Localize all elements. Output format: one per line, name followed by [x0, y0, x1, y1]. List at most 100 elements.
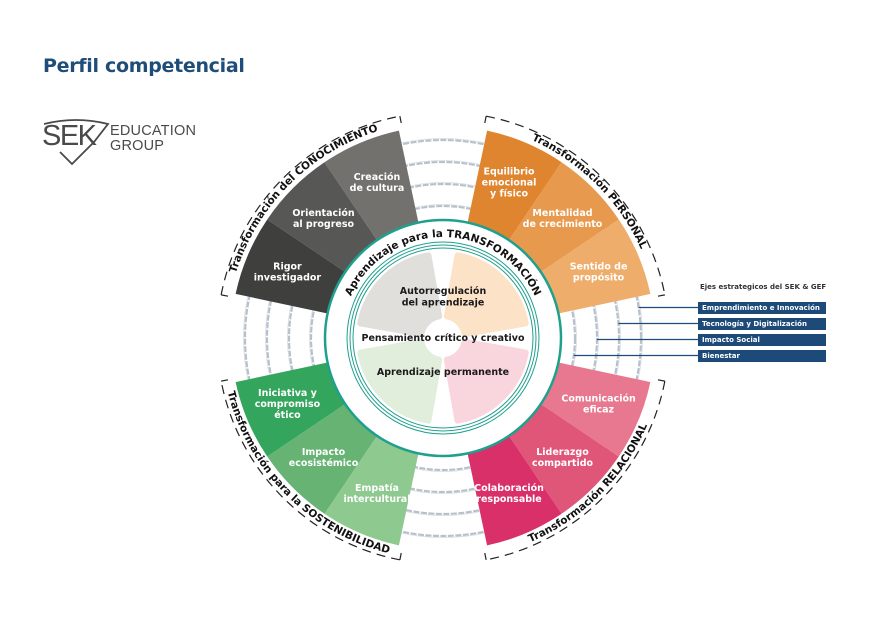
- core-petal: [357, 338, 443, 424]
- axis-ring: [265, 160, 621, 516]
- inner-label-line: Autorregulación: [400, 286, 487, 297]
- segment-label-line: Comunicación: [561, 394, 636, 405]
- segment-label-line: ético: [274, 410, 301, 421]
- axis-ring: [309, 204, 577, 472]
- core-item-aprendizaje-permanente: Aprendizaje permanente: [377, 367, 509, 378]
- axis-ring: [243, 138, 643, 538]
- segment-shape: [235, 362, 346, 457]
- core-inner-ring: [346, 241, 540, 435]
- page-title: Perfil competencial: [43, 55, 245, 77]
- shield-icon: [43, 119, 110, 166]
- segment-label-line: al progreso: [293, 219, 355, 230]
- axis-ring-edge: [243, 138, 643, 538]
- logo-line-2: GROUP: [110, 138, 165, 154]
- bracket-arc: [220, 115, 400, 295]
- segment-label-line: Impacto: [302, 447, 346, 458]
- axis-ring-edge: [309, 204, 577, 472]
- segment-label-line: Equilibrio: [483, 166, 535, 177]
- segment-shape: [508, 162, 619, 273]
- core-petal: [357, 252, 443, 338]
- segment-shape: [235, 219, 346, 314]
- legend-title: Ejes estrategicos del SEK & GEF: [700, 283, 827, 291]
- inner-label-line: Aprendizaje permanente: [377, 367, 509, 378]
- core-inner-ring: [352, 247, 534, 429]
- legend-item-emprendimiento: Emprendimiento e Innovación: [698, 302, 826, 314]
- segment-shape: [267, 403, 378, 514]
- segment-label-line: Liderazgo: [536, 447, 589, 458]
- segment-label-line: emocional: [482, 177, 537, 188]
- bracket-end: [657, 294, 665, 297]
- bracket-arc: [486, 381, 666, 561]
- segment-label-line: propósito: [573, 272, 625, 283]
- segment-shape: [467, 435, 562, 546]
- bracket-end: [484, 552, 487, 560]
- segment-shape: [508, 403, 619, 514]
- inner-label-line: del aprendizaje: [402, 298, 485, 309]
- segment-label-line: Mentalidad: [532, 208, 592, 219]
- axis-rings: [243, 138, 643, 538]
- segment-label-line: investigador: [254, 272, 322, 283]
- segment-label-line: Creación: [354, 172, 401, 183]
- bracket-arc: [486, 115, 666, 295]
- core-inner-ring: [349, 244, 537, 432]
- segment-shape: [324, 130, 419, 241]
- bracket-end: [221, 294, 229, 297]
- legend-item-impacto-social: Impacto Social: [698, 334, 826, 346]
- segment-label-line: Sentido de: [570, 261, 628, 272]
- sek-education-group-logo: SEK EDUCATION GROUP: [42, 118, 212, 166]
- segment-label-line: intercultural: [343, 494, 410, 505]
- segment-label-line: compromiso: [255, 399, 321, 410]
- core-circle: Aprendizaje para la TRANSFORMACIÓNAutorr…: [323, 218, 563, 458]
- axis-ring-edge: [287, 182, 599, 494]
- segment-label-line: Rigor: [273, 261, 302, 272]
- segment-label-line: Orientación: [292, 208, 355, 219]
- segment-label-line: compartido: [532, 458, 594, 469]
- logo-line-1: EDUCATION: [110, 123, 197, 139]
- bracket-end: [399, 116, 402, 124]
- segment-label-line: ecosistémico: [289, 458, 359, 469]
- legend-item-bienestar: Bienestar: [698, 350, 826, 362]
- segment-shape: [267, 162, 378, 273]
- segment-label-line: Iniciativa y: [258, 388, 318, 399]
- bracket-end: [221, 379, 229, 382]
- segment-label-line: de crecimiento: [523, 219, 603, 230]
- segment-label-line: Empatía: [355, 483, 399, 494]
- legend-connector-lines: [573, 306, 698, 357]
- axis-ring: [287, 182, 599, 494]
- core-item-pensamiento-critico: Pensamiento crítico y creativo: [362, 333, 525, 344]
- segment-label-line: Colaboración: [474, 483, 544, 494]
- core-petal: [443, 338, 529, 424]
- segment-shape: [467, 130, 562, 241]
- bracket-end: [484, 116, 487, 124]
- segment-label-line: responsable: [476, 494, 541, 505]
- segment-shape: [540, 219, 651, 314]
- bracket-end: [657, 379, 665, 382]
- segment-shape: [540, 362, 651, 457]
- bracket-arc: [220, 381, 400, 561]
- legend-item-tecnologia: Tecnología y Digitalización: [698, 318, 826, 330]
